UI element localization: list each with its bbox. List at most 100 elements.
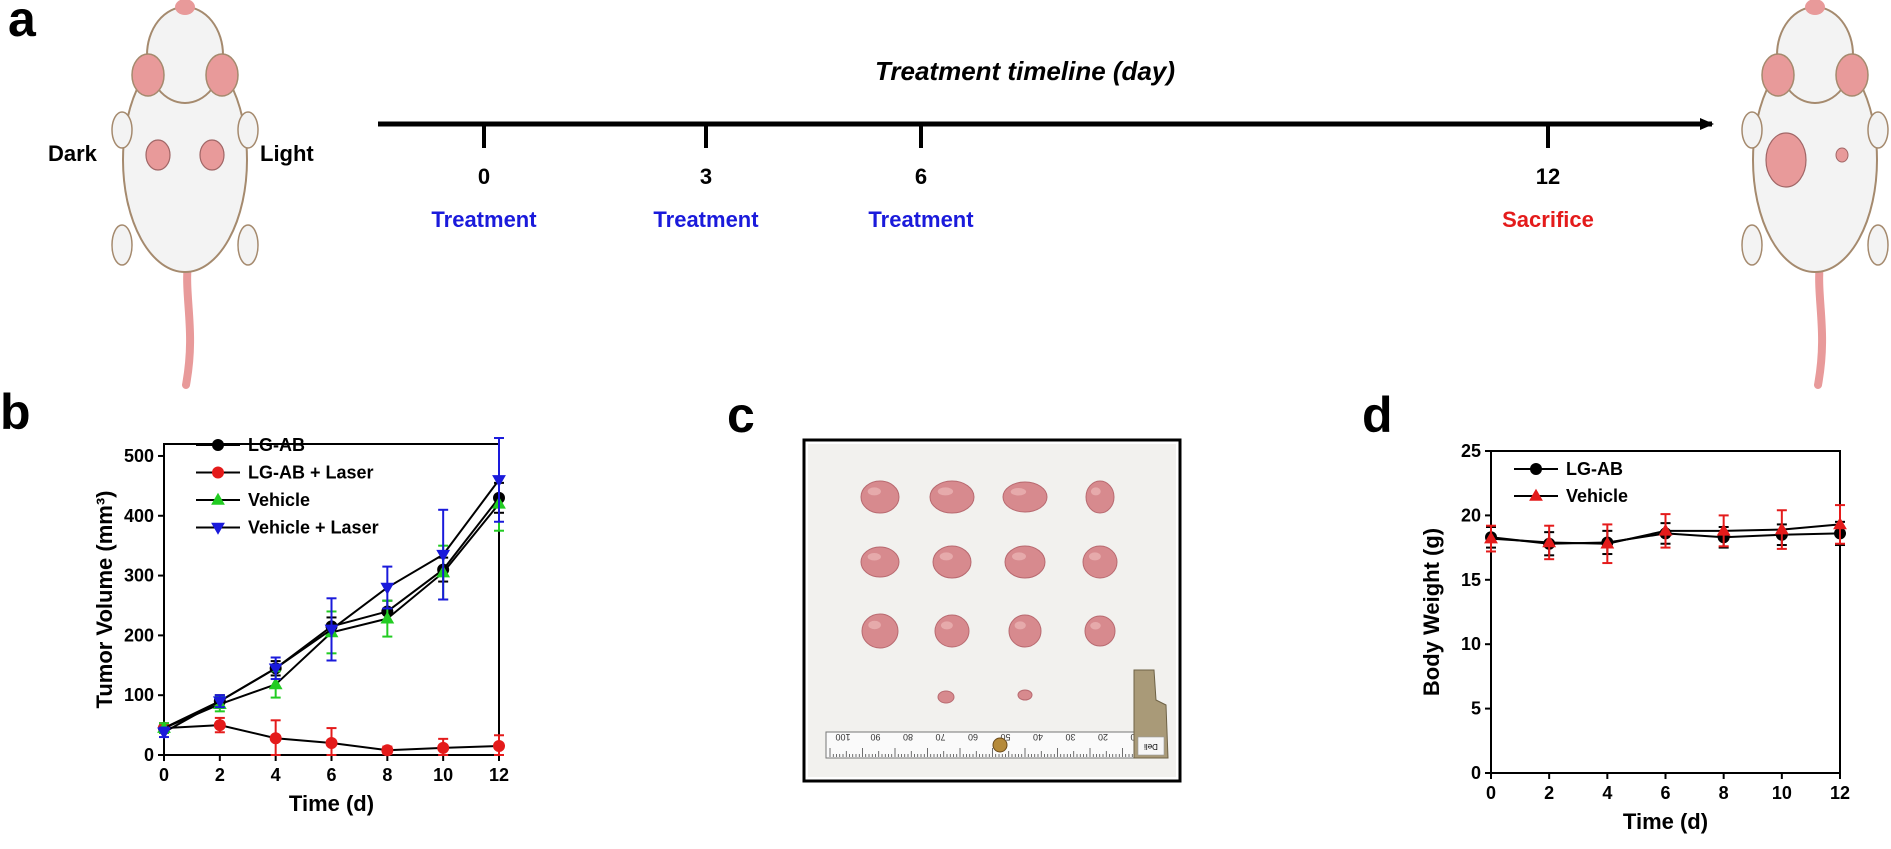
tumor bbox=[937, 690, 955, 704]
series-1 bbox=[158, 716, 505, 757]
tumor bbox=[1084, 615, 1116, 647]
y-tick-label: 25 bbox=[1461, 441, 1481, 461]
x-tick-label: 12 bbox=[489, 765, 509, 785]
ruler-number: 90 bbox=[870, 732, 880, 742]
y-axis-title: Tumor Volume (mm³) bbox=[92, 491, 117, 709]
legend-label: LG-AB bbox=[248, 435, 305, 455]
panel-c-letter: c bbox=[727, 387, 755, 443]
ruler-end-label bbox=[1137, 736, 1165, 756]
tumor-highlight bbox=[868, 620, 881, 630]
timeline-event-label: Treatment bbox=[868, 207, 974, 232]
light-label: Light bbox=[260, 141, 314, 166]
data-point bbox=[493, 740, 505, 753]
x-tick-label: 8 bbox=[382, 765, 392, 785]
x-tick-label: 10 bbox=[433, 765, 453, 785]
data-point bbox=[1542, 535, 1557, 548]
series-3 bbox=[157, 437, 506, 740]
tumor-highlight bbox=[939, 552, 953, 561]
x-tick-label: 4 bbox=[271, 765, 281, 785]
data-point bbox=[325, 737, 338, 750]
y-tick-label: 5 bbox=[1471, 699, 1481, 719]
data-point bbox=[212, 466, 224, 479]
y-tick-label: 200 bbox=[124, 625, 154, 645]
panel-d-letter: d bbox=[1362, 387, 1393, 443]
data-point bbox=[436, 549, 451, 562]
tumor bbox=[1002, 481, 1048, 513]
tumor-highlight bbox=[1088, 552, 1101, 561]
tumor-highlight bbox=[1014, 621, 1026, 630]
legend-label: LG-AB + Laser bbox=[248, 463, 374, 483]
panel-b-letter: b bbox=[0, 384, 31, 440]
tumor bbox=[860, 480, 900, 514]
data-point bbox=[381, 744, 394, 757]
data-point bbox=[213, 719, 226, 732]
tumor-highlight bbox=[937, 487, 954, 496]
tumor-highlight bbox=[1012, 552, 1026, 561]
ruler-number: 40 bbox=[1033, 732, 1043, 742]
x-tick-label: 4 bbox=[1602, 783, 1612, 803]
tumor bbox=[1085, 480, 1115, 514]
x-tick-label: 8 bbox=[1719, 783, 1729, 803]
tumor bbox=[1008, 614, 1042, 648]
ruler-end-piece bbox=[1133, 669, 1169, 759]
timeline-event-label: Treatment bbox=[431, 207, 537, 232]
y-tick-label: 0 bbox=[1471, 763, 1481, 783]
ruler-number: 30 bbox=[1065, 732, 1075, 742]
tumor-photo: 100908070605040302010 Deli bbox=[802, 438, 1182, 783]
data-point bbox=[212, 439, 224, 451]
data-point bbox=[1484, 531, 1498, 544]
tumor-highlight bbox=[1090, 622, 1101, 630]
ruler-brand-text: Deli bbox=[1144, 742, 1158, 751]
data-point bbox=[380, 582, 395, 595]
legend-label: Vehicle bbox=[1566, 486, 1628, 506]
x-tick-label: 2 bbox=[1544, 783, 1554, 803]
y-tick-label: 400 bbox=[124, 506, 154, 526]
timeline-title: Treatment timeline (day) bbox=[875, 56, 1175, 86]
data-point bbox=[492, 475, 506, 488]
x-tick-label: 0 bbox=[1486, 783, 1496, 803]
data-point bbox=[211, 522, 225, 535]
data-point bbox=[1529, 488, 1543, 501]
data-point bbox=[1833, 517, 1847, 530]
data-point bbox=[269, 732, 282, 745]
tumor bbox=[934, 614, 970, 648]
tumor bbox=[861, 613, 899, 649]
y-tick-label: 20 bbox=[1461, 505, 1481, 525]
tumor-highlight bbox=[867, 553, 881, 561]
tumor bbox=[1004, 545, 1046, 579]
ruler-number: 60 bbox=[968, 732, 978, 742]
series-1 bbox=[1484, 504, 1847, 565]
x-tick-label: 0 bbox=[159, 765, 169, 785]
ruler-number: 50 bbox=[1000, 732, 1010, 742]
data-point bbox=[437, 741, 450, 754]
y-tick-label: 15 bbox=[1461, 570, 1481, 590]
timeline-day-label: 12 bbox=[1536, 164, 1560, 189]
legend-label: Vehicle + Laser bbox=[248, 518, 379, 538]
tumor bbox=[932, 545, 972, 579]
x-tick-label: 6 bbox=[1660, 783, 1670, 803]
tumor-highlight bbox=[1090, 487, 1101, 496]
legend-label: Vehicle bbox=[248, 490, 310, 510]
dark-label: Dark bbox=[48, 141, 98, 166]
y-tick-label: 0 bbox=[144, 745, 154, 765]
data-point bbox=[1600, 536, 1615, 549]
data-point bbox=[268, 677, 283, 690]
y-tick-label: 300 bbox=[124, 566, 154, 586]
data-point bbox=[324, 624, 339, 637]
data-point bbox=[212, 696, 227, 709]
y-axis-title: Body Weight (g) bbox=[1419, 528, 1444, 696]
x-axis-title: Time (d) bbox=[289, 791, 374, 816]
ruler-number: 80 bbox=[903, 732, 913, 742]
mouse-illustration-left bbox=[111, 0, 259, 389]
ruler bbox=[825, 731, 1165, 759]
timeline-events: 0Treatment3Treatment6Treatment12Sacrific… bbox=[431, 124, 1594, 232]
timeline-day-label: 3 bbox=[700, 164, 712, 189]
ruler-number: 70 bbox=[935, 732, 945, 742]
y-tick-label: 100 bbox=[124, 685, 154, 705]
tumor-highlight bbox=[1010, 488, 1027, 496]
data-point bbox=[1530, 463, 1542, 475]
timeline-day-label: 0 bbox=[478, 164, 490, 189]
